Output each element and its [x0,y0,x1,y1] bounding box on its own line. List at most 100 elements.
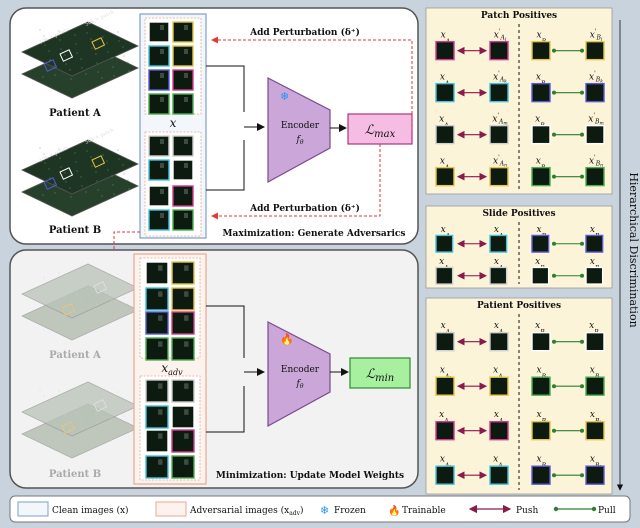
tile-texture [184,213,188,218]
tissue-speck [49,301,51,303]
image-tile [171,337,195,361]
tissue-speck [111,299,113,301]
tissue-speck [102,154,104,156]
image-tile [171,405,195,429]
tissue-speck [44,162,46,164]
tissue-speck [64,414,66,416]
perturbation-bottom-label: Add Perturbation (δ⁺) [249,203,360,214]
tissue-speck [128,312,130,314]
legend-pull-dot-right [591,506,597,512]
tissue-speck [53,65,55,67]
tissue-speck [90,398,92,400]
tissue-speck [95,295,97,297]
image-tile [145,337,169,361]
tissue-speck [107,51,109,53]
tissue-speck [127,421,129,423]
tissue-speck [122,288,124,290]
tissue-speck [60,290,62,292]
pull-dot [580,174,584,179]
hierarchy-image-tile [531,420,551,441]
image-tile [148,45,170,67]
hierarchy-side-label: Hierarchical Discrimination [627,172,640,327]
hierarchy-image-tile [489,465,509,485]
perturbation-top-arrow [211,36,413,129]
tissue-speck [58,30,60,32]
adversarial-x-label: xadv [161,361,183,377]
tile-texture [160,97,164,102]
tile-texture [158,341,163,347]
tissue-speck [48,410,50,412]
hierarchy-image-tile [435,166,455,187]
encoder-trainable [267,321,331,428]
tissue-speck [91,289,93,291]
tissue-speck [43,395,45,397]
tile-texture [158,459,163,465]
hierarchy-image-tile [435,465,455,485]
tissue-speck [64,296,66,298]
patient-b-label: Patient B [49,225,101,236]
image-tile [148,159,170,181]
legend-adversarial-swatch [155,501,187,517]
tissue-speck [91,165,93,167]
perturbation-top-label: Add Perturbation (δ⁺) [249,27,360,38]
tissue-speck [101,77,103,79]
tissue-speck [59,157,61,159]
tissue-speck [112,426,114,428]
tile-texture [184,265,189,271]
pull-dot [580,273,584,278]
hierarchy-image-tile [531,166,551,187]
tissue-speck [111,175,113,177]
legend-clean-swatch [17,501,49,517]
tissue-speck [69,429,71,431]
tissue-speck [128,430,130,432]
tissue-speck [81,309,83,311]
legend-trainable-label: Trainable [402,506,446,516]
patient-a-faded-slide-stack [21,263,139,341]
tissue-speck [39,271,41,273]
tissue-speck [42,194,44,196]
hierarchy-image-tile [489,166,509,187]
hierarchy-image-tile [585,124,605,145]
tissue-speck [128,70,130,72]
tissue-speck [65,423,67,425]
image-tile [171,379,195,403]
tissue-speck [101,437,103,439]
tissue-speck [95,171,97,173]
tissue-speck [75,285,77,287]
tissue-speck [85,73,87,75]
image-tile [148,93,170,115]
tile-texture [158,433,163,439]
tissue-speck [44,44,46,46]
tissue-speck [80,300,82,302]
image-tile [172,159,194,181]
tissue-speck [102,396,104,398]
tissue-speck [54,192,56,194]
pull-dot [580,48,584,53]
loss-min-label: ℒmin [366,367,395,384]
tissue-speck [75,43,77,45]
tissue-speck [112,184,114,186]
hierarchical-discrimination: Patch PositivesxAjx'AjxBjx'BjxAkx'AkxBkx… [425,7,613,495]
tissue-speck [118,282,120,284]
tissue-speck [106,284,108,286]
tissue-speck [123,55,125,57]
hierarchy-image-tile [435,124,455,145]
pull-dot [552,428,556,433]
tissue-speck [86,274,88,276]
tissue-speck [58,390,60,392]
hierarchy-sample-label: x'Bn [589,154,603,168]
image-tile [145,261,169,285]
loss-max-label: ℒmax [365,123,396,140]
tissue-speck [74,276,76,278]
clean-image-tiles [148,21,194,231]
image-tile [171,429,195,453]
tissue-speck [111,417,113,419]
tissue-speck [96,62,98,64]
hierarchy-image-tile [435,376,455,396]
tissue-speck [70,320,72,322]
hierarchy-image-tile [435,266,454,285]
tile-texture [184,341,189,347]
adversarial-image-tiles [145,261,195,479]
legend-frozen-label: Frozen [334,506,366,516]
snowflake-icon: ❄ [320,504,329,517]
